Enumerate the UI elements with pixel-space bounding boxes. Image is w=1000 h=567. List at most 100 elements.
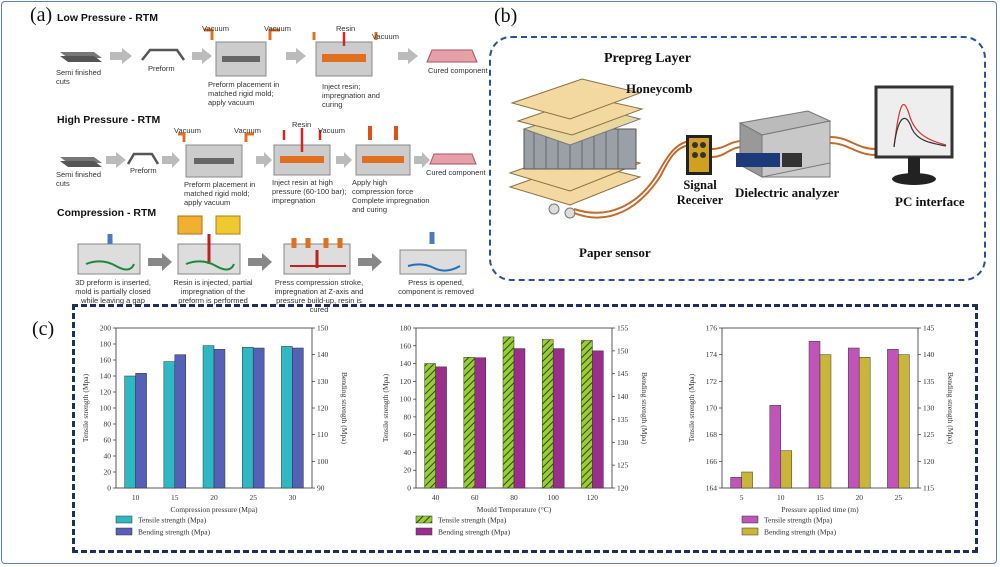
dielectric-analyzer-icon: [736, 110, 832, 178]
c-step1-label: 3D preform is inserted, mold is partiall…: [75, 278, 151, 305]
y-axis-label: Tensile strength (Mpa): [687, 373, 696, 442]
bar-bending: [819, 354, 832, 489]
y-tick-label: 20: [404, 466, 412, 475]
y-tick-label: 20: [104, 468, 112, 477]
panel-label-c: (c): [32, 318, 55, 340]
y2-tick-label: 135: [617, 415, 629, 424]
y-tick-label: 168: [706, 430, 718, 439]
prepreg-label: Prepreg Layer: [604, 51, 691, 66]
y-axis-label: Tensile strength (Mpa): [81, 373, 90, 442]
bar-bending: [552, 348, 565, 489]
x-tick-label: 20: [855, 493, 863, 502]
y2-tick-label: 120: [617, 484, 629, 493]
y-tick-label: 0: [407, 484, 411, 493]
bar-bending: [474, 357, 487, 489]
lp-mold-icon: [204, 28, 280, 77]
arrow-icon: [248, 253, 272, 271]
arrow-icon: [110, 48, 132, 64]
lp-resin-label: Resin: [336, 24, 356, 33]
legend-label-tensile: Tensile strength (Mpa): [764, 516, 833, 525]
y-tick-label: 180: [100, 340, 112, 349]
hp-vacuum-label: Vacuum: [318, 126, 345, 135]
hp-vacuum-label: Vacuum: [174, 126, 201, 135]
legend-label-tensile: Tensile strength (Mpa): [138, 516, 207, 525]
signal-receiver-label: Signal Receiver: [676, 178, 724, 207]
y2-tick-label: 100: [317, 457, 329, 466]
legend-label-tensile: Tensile strength (Mpa): [438, 516, 507, 525]
y2-tick-label: 130: [617, 438, 629, 447]
arrow-icon: [358, 253, 382, 271]
y2-tick-label: 90: [317, 484, 325, 493]
y2-tick-label: 150: [317, 324, 329, 333]
bar-bending: [252, 347, 265, 489]
bar-tensile: [808, 341, 821, 489]
paper-sensor-label: Paper sensor: [579, 245, 651, 260]
arrow-icon: [162, 152, 180, 168]
lp-rtm-title: Low Pressure - RTM: [57, 12, 158, 24]
x-tick-label: 25: [249, 493, 257, 502]
y2-axis-label: Bending strength (Mpa): [640, 372, 649, 445]
prepreg-stack-icon: [508, 78, 644, 219]
bar-bending: [858, 357, 871, 489]
y-tick-label: 100: [400, 395, 412, 404]
bar-bending: [741, 471, 753, 489]
c-step4-icon: [399, 232, 467, 275]
x-axis-label: Compression pressure (Mpa): [170, 505, 258, 514]
y-tick-label: 60: [404, 430, 412, 439]
hp-vacuum-label: Vacuum: [234, 126, 261, 135]
y-tick-label: 80: [104, 420, 112, 429]
y2-tick-label: 125: [617, 461, 629, 470]
lp-semi-cuts-icon: [60, 52, 102, 62]
legend-swatch-bending: [741, 527, 759, 536]
signal-receiver-icon: [686, 135, 712, 175]
x-tick-label: 60: [471, 493, 479, 502]
legend-swatch-bending: [415, 527, 433, 536]
lp-placement-label: Preform placement in matched rigid mold;…: [208, 80, 280, 107]
bar-bending: [898, 354, 910, 489]
y-tick-label: 172: [706, 377, 718, 386]
y-tick-label: 160: [100, 356, 112, 365]
y2-tick-label: 140: [617, 392, 629, 401]
bar-tensile: [502, 336, 515, 489]
lp-inject-label: Inject resin; impregnation and curing: [322, 82, 380, 109]
y-tick-label: 60: [104, 436, 112, 445]
arrow-icon: [256, 152, 272, 168]
x-tick-label: 15: [816, 493, 824, 502]
y2-tick-label: 150: [617, 346, 629, 355]
y-axis-label: Tensile strength (Mpa): [381, 373, 390, 442]
bar-tensile: [887, 349, 899, 489]
legend-swatch-tensile: [415, 515, 433, 524]
c-step3-icon: [283, 238, 351, 275]
cable-icon: [829, 142, 877, 156]
arrow-icon: [398, 48, 418, 64]
x-tick-label: 80: [510, 493, 518, 502]
bar-tensile: [281, 346, 293, 489]
y2-tick-label: 130: [923, 404, 935, 413]
cable-icon: [711, 146, 743, 158]
lp-vacuum-label: Vacuum: [264, 24, 291, 33]
legend-label-bending: Bending strength (Mpa): [438, 528, 511, 537]
bar-tensile: [769, 405, 782, 489]
hp-rtm-title: High Pressure - RTM: [57, 114, 161, 126]
c-step4-label: Press is opened, component is removed: [398, 278, 474, 296]
lp-inject-mold-icon: [312, 32, 378, 77]
y-tick-label: 160: [400, 341, 412, 350]
y2-axis-label: Bending strength (Mpa): [946, 372, 955, 445]
y2-axis-label: Bending strength (Mpa): [340, 372, 349, 445]
bar-tensile: [202, 345, 215, 489]
cable-icon: [573, 140, 691, 214]
hp-resin-label: Resin: [292, 120, 312, 129]
y2-tick-label: 120: [317, 404, 329, 413]
hp-inject-mold-icon: [273, 128, 331, 176]
bar-bending: [513, 348, 526, 489]
x-tick-label: 120: [587, 493, 599, 502]
c-rtm-title: Compression - RTM: [57, 207, 157, 219]
y-tick-label: 176: [706, 324, 718, 333]
pc-interface-label: PC interface: [895, 194, 965, 209]
y-tick-label: 140: [400, 359, 412, 368]
panel-c-box: [72, 304, 978, 553]
bar-tensile: [463, 357, 476, 489]
bar-bending: [174, 354, 187, 489]
legend-swatch-tensile: [115, 515, 133, 524]
